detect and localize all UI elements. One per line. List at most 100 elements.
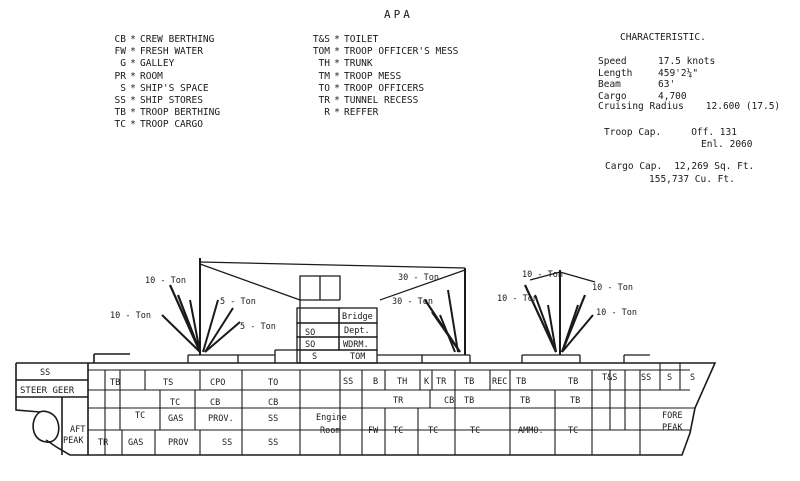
compartment-label: AMMO. — [518, 426, 544, 436]
characteristics-heading: CHARACTERISTIC. — [620, 32, 706, 43]
superstructure — [187, 275, 650, 364]
legend-entry: S * SHIP'S SPACE — [100, 83, 220, 95]
compartment-label: SS — [641, 373, 651, 383]
compartment-label: TR — [436, 377, 447, 387]
legend-code: CB — [114, 34, 126, 45]
legend-code: G — [120, 58, 126, 70]
compartment-label: Dept. — [344, 326, 370, 336]
legend-code: TOM — [312, 46, 330, 58]
compartment-label: TH — [397, 377, 407, 387]
compartment-label: WDRM. — [343, 340, 369, 350]
troop-capacity: Troop Cap.Off. 131 Enl. 2060 — [604, 127, 752, 151]
boom-label: 10 - Ton — [145, 276, 186, 286]
boom-label: 10 - Ton — [592, 283, 633, 293]
legend-description: TRUNK — [344, 58, 373, 70]
cargo-cap-cuft: 155,737 Cu. Ft. — [649, 174, 735, 185]
legend-separator: * — [130, 119, 136, 131]
legend-separator: * — [130, 58, 136, 70]
compartment-label: TB — [464, 377, 474, 387]
legend-entry: TR * TUNNEL RECESS — [290, 95, 458, 107]
boom-labels: 10 - Ton 10 - Ton 5 - Ton 5 - Ton 30 - T… — [110, 270, 637, 332]
legend-code: TM — [318, 70, 330, 82]
legend-description: TROOP OFFICER'S MESS — [344, 46, 459, 58]
troop-enlisted: Enl. 2060 — [701, 139, 753, 150]
legend-separator: * — [334, 82, 340, 94]
cargo-cap-sqft: 12,269 Sq. Ft. — [674, 161, 755, 172]
compartment-label: TC — [568, 426, 578, 436]
legend-code: SS — [114, 95, 126, 107]
legend-separator: * — [334, 70, 340, 82]
compartment-label: TC — [135, 411, 145, 421]
compartment-label: TB — [568, 377, 578, 387]
compartment-label: TB — [110, 378, 120, 388]
compartment-label: S — [690, 373, 695, 383]
compartment-label: TC — [470, 426, 480, 436]
legend-separator: * — [130, 46, 136, 58]
compartment-label: Room — [320, 426, 340, 436]
compartment-label: PROV — [168, 438, 188, 448]
legend-entry: SS*SHIP STORES — [100, 95, 220, 107]
compartment-label: REC — [492, 377, 507, 387]
legend-description: TROOP OFFICERS — [344, 82, 425, 94]
legend-entry: G * GALLEY — [100, 58, 220, 70]
legend-entry: TH*TRUNK — [290, 58, 458, 70]
legend-separator: * — [334, 107, 340, 119]
legend-entry: TC*TROOP CARGO — [100, 119, 220, 131]
legend-description: ROOM — [140, 70, 163, 82]
compartment-label: CPO — [210, 378, 225, 388]
hull-outline — [15, 353, 717, 456]
legend-description: TUNNEL RECESS — [344, 95, 419, 107]
legend-separator: * — [334, 46, 340, 58]
troop-officers: Off. 131 — [691, 127, 737, 138]
boom-label: 30 - Ton — [392, 297, 433, 307]
spec-label: Speed — [598, 56, 627, 67]
cargo-cap-label: Cargo Cap. — [605, 161, 663, 172]
compartment-label: T&S — [602, 373, 617, 383]
compartment-label: TC — [170, 398, 180, 408]
compartment-label: SS — [343, 377, 353, 387]
legend-code: T&S — [312, 34, 330, 45]
legend-entry: FW*FRESH WATER — [100, 46, 220, 58]
compartment-label: SS — [268, 438, 278, 448]
legend-code: S — [120, 82, 126, 94]
legend-code: TO — [318, 82, 330, 94]
legend-code: PR — [114, 70, 126, 82]
compartment-labels: SS STEER GEER AFT PEAK TB TS CPO TO TC T… — [20, 312, 695, 448]
legend-entry: R * REFFER — [290, 107, 458, 119]
spec-label: Cruising Radius — [598, 101, 684, 112]
compartment-label: GAS — [128, 438, 143, 448]
legend-separator: * — [130, 82, 136, 94]
legend-separator: * — [334, 34, 340, 45]
boom-label: 10 - Ton — [596, 308, 637, 318]
legend-separator: * — [130, 95, 136, 107]
legend-description: GALLEY — [140, 58, 175, 70]
compartment-label: CB — [444, 396, 454, 406]
compartment-label: SS — [268, 414, 278, 424]
boom-label: 10 - Ton — [497, 294, 538, 304]
compartment-label: TR — [393, 396, 404, 406]
compartment-label: TB — [520, 396, 530, 406]
legend-description: REFFER — [344, 107, 379, 119]
legend-description: CREW BERTHING — [140, 34, 215, 45]
compartment-label: SO — [305, 328, 315, 338]
legend-entry: TO * TROOP OFFICERS — [290, 83, 458, 95]
compartment-label: Engine — [316, 413, 347, 423]
spec-value: 63' — [658, 79, 676, 90]
spec-value: 17.5 — [658, 56, 681, 67]
rigging-lines — [161, 258, 596, 355]
legend-description: FRESH WATER — [140, 46, 203, 58]
cargo-capacity: Cargo Cap. 12,269 Sq. Ft. 155,737 Cu. Ft. — [605, 160, 754, 186]
legend-entry: T&S*TOILET — [290, 34, 458, 46]
legend-description: SHIP'S SPACE — [140, 82, 209, 94]
legend-entry: PR*ROOM — [100, 71, 220, 83]
compartment-label: TB — [570, 396, 580, 406]
legend-code: R — [324, 107, 330, 119]
legend-separator: * — [334, 95, 340, 107]
legend-code: TR — [318, 95, 330, 107]
